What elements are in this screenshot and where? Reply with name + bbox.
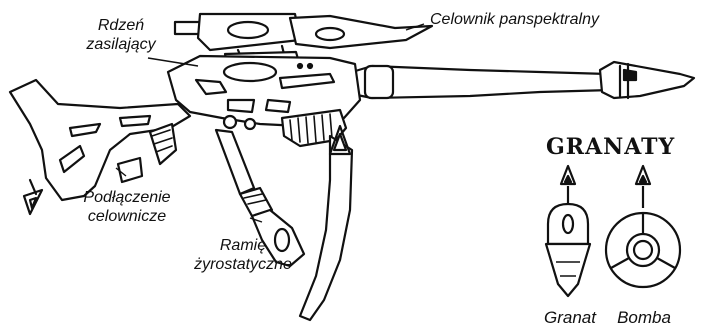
label-sight-link-line1: Podłączenie <box>72 188 182 207</box>
grenade-drawing <box>546 166 590 296</box>
label-panspectral-scope: Celownik panspektralny <box>430 10 599 29</box>
label-sight-link: Podłączenie celownicze <box>72 188 182 226</box>
barrel <box>352 62 694 98</box>
support-strut <box>300 126 352 320</box>
label-core: Rdzeń zasilający <box>86 16 156 54</box>
label-gyrostatic-arm-line2: żyrostatyczne <box>188 255 298 274</box>
label-core-line1: Rdzeń <box>86 16 156 35</box>
label-bomb: Bomba <box>612 308 676 327</box>
label-core-line2: zasilający <box>86 35 156 54</box>
bomb-drawing <box>606 166 680 287</box>
label-gyrostatic-arm: Ramię żyrostatyczne <box>188 236 298 274</box>
label-sight-link-line2: celownicze <box>72 207 182 226</box>
receiver <box>168 56 360 146</box>
grenades-title: GRANATY <box>546 134 675 160</box>
label-grenade: Granat <box>538 308 602 327</box>
label-gyrostatic-arm-line1: Ramię <box>188 236 298 255</box>
